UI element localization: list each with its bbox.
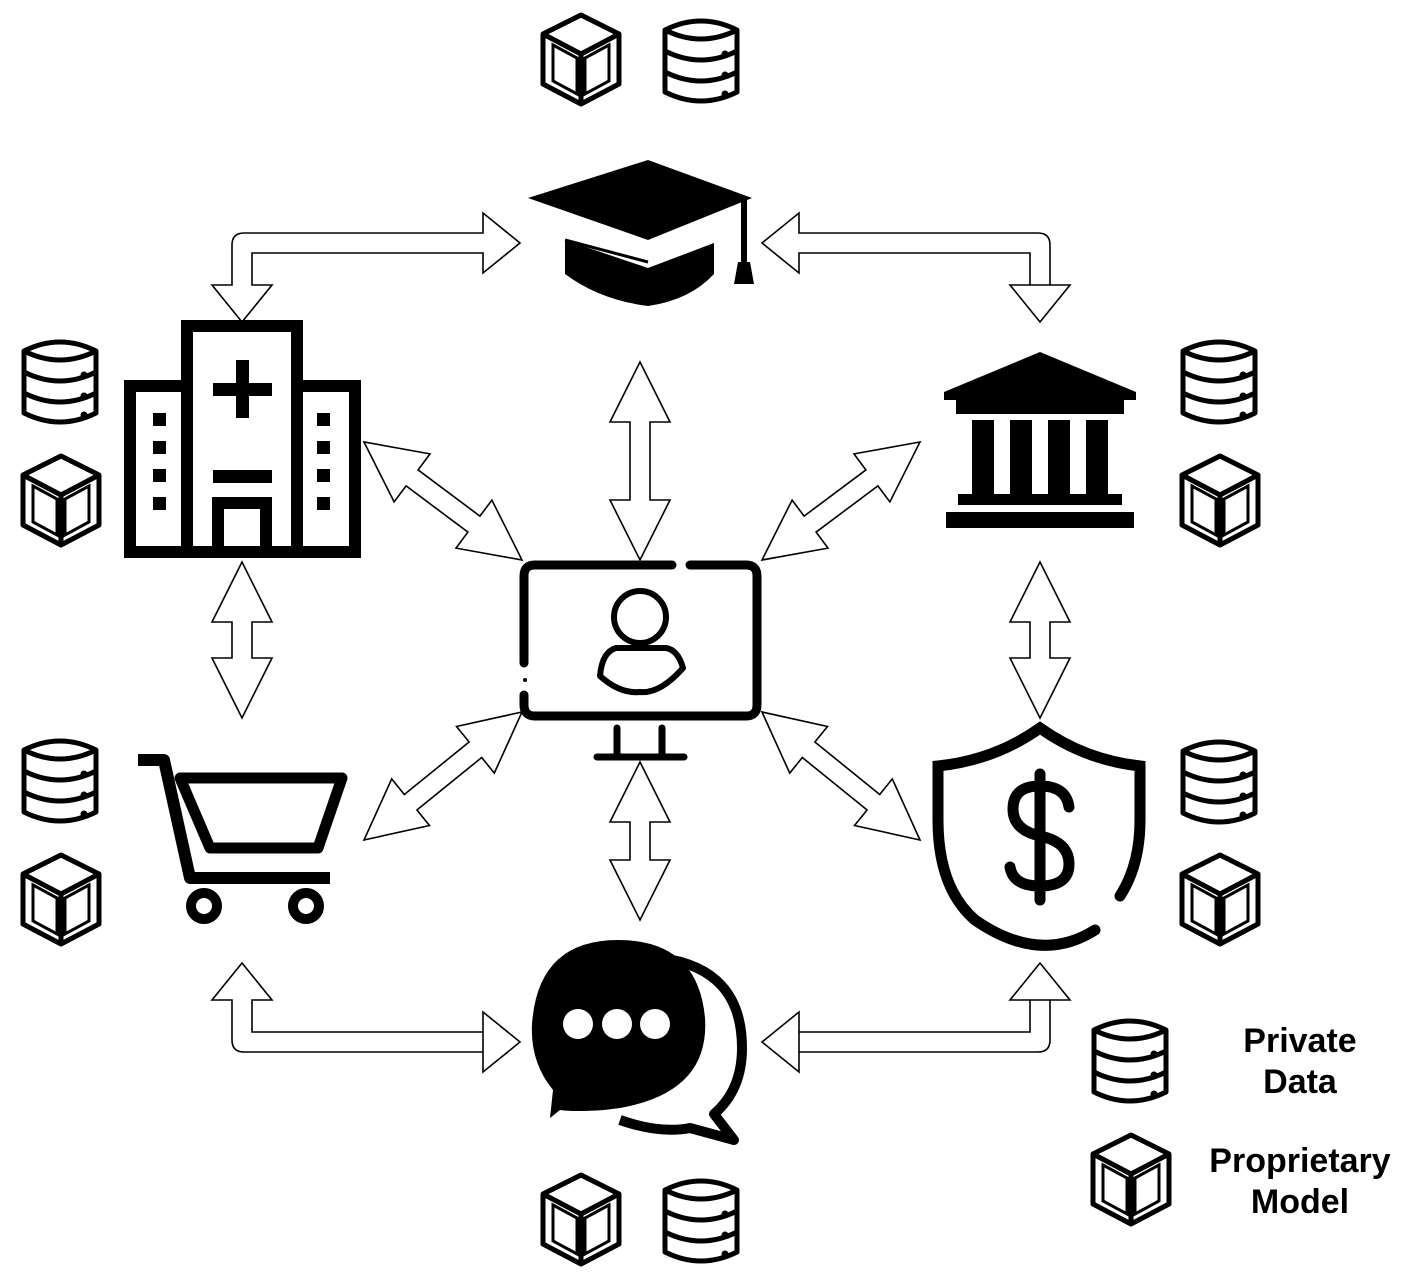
cube-icon xyxy=(543,1175,619,1264)
arrow-bank-center xyxy=(760,440,922,562)
bank-icon xyxy=(944,352,1136,528)
arrow-bank-insurance xyxy=(1008,560,1072,720)
cube-icon xyxy=(543,15,619,104)
database-icon xyxy=(665,21,737,101)
legend: Private Data Proprietary Model xyxy=(1093,1021,1391,1224)
arrow-university-center xyxy=(608,360,672,562)
shield-dollar-icon xyxy=(932,721,1146,951)
database-icon xyxy=(665,1181,737,1261)
cube-icon xyxy=(23,456,99,545)
shopping-cart-icon xyxy=(138,754,348,924)
legend-private-data-label-1: Private xyxy=(1243,1022,1356,1060)
legend-private-data-label-2: Data xyxy=(1263,1063,1338,1101)
arrow-insurance-center xyxy=(760,710,922,842)
cube-icon xyxy=(1182,855,1258,944)
cube-icon xyxy=(23,855,99,944)
hospital-icon xyxy=(124,320,361,558)
arrow-retail-messaging xyxy=(210,961,522,1074)
chat-bubbles-icon xyxy=(531,940,747,1145)
legend-database-icon xyxy=(1094,1021,1166,1101)
database-icon xyxy=(24,342,96,422)
arrow-center-messaging xyxy=(608,760,672,922)
arrow-insurance-messaging xyxy=(760,961,1072,1074)
arrow-hospital-center xyxy=(362,440,524,562)
arrow-retail-center xyxy=(362,710,524,842)
legend-cube-icon xyxy=(1093,1135,1169,1224)
legend-model-label-2: Model xyxy=(1251,1183,1349,1221)
database-icon xyxy=(24,741,96,821)
arrow-hospital-retail xyxy=(210,560,274,720)
graduation-cap-icon xyxy=(528,160,754,306)
database-icon xyxy=(1183,342,1255,422)
legend-model-label-1: Proprietary xyxy=(1209,1142,1390,1180)
arrow-university-bank xyxy=(760,211,1072,324)
arrow-hospital-university xyxy=(210,211,522,324)
database-icon xyxy=(1183,742,1255,822)
cube-icon xyxy=(1182,456,1258,545)
monitor-user-icon xyxy=(519,560,762,761)
